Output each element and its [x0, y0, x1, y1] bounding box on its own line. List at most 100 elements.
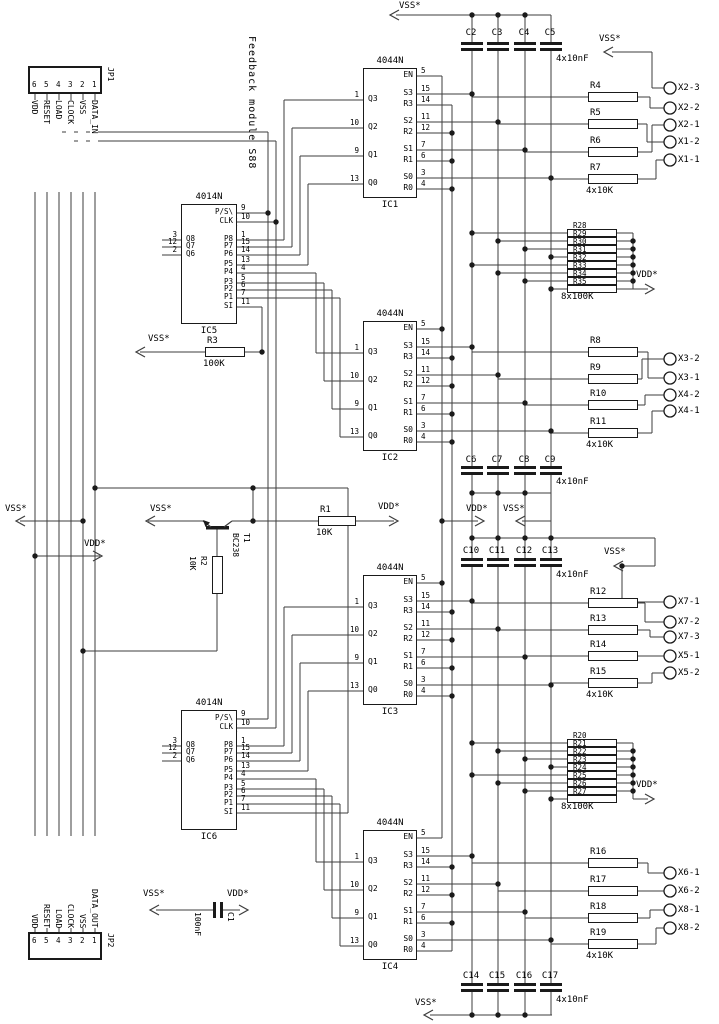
pin-number: 13 — [349, 427, 359, 436]
capacitor-ref: C5 — [544, 28, 556, 38]
capacitor-C13 — [540, 564, 562, 567]
resistor-ref: R35 — [573, 277, 587, 286]
pin-label: EN — [403, 577, 413, 586]
cap-gap — [548, 985, 554, 990]
ic-ref-label: IC2 — [381, 453, 399, 463]
capacitor-C7 — [487, 466, 509, 469]
pin-label: Q6 — [186, 249, 196, 258]
resistor-ref: R24 — [573, 763, 587, 772]
pin-number: 4 — [421, 432, 426, 441]
resistor-ref: R22 — [573, 747, 587, 756]
pin-number: 5 — [44, 80, 49, 89]
junction-dot — [439, 580, 445, 586]
pin-label: P8 — [223, 740, 233, 749]
ic-ref-label: IC6 — [200, 832, 218, 842]
resistor-ref: R16 — [590, 847, 607, 857]
vss-arrow-icon — [422, 1009, 434, 1021]
terminal-label: X6-1 — [678, 868, 700, 878]
pin-label: Q8 — [186, 234, 196, 243]
power-label-vss: VSS* — [150, 504, 172, 514]
resistor-R11 — [588, 428, 638, 438]
vdd-arrow-icon — [644, 283, 656, 295]
terminal-label: X3-1 — [678, 373, 700, 383]
terminal-X5-2 — [663, 666, 677, 680]
junction-dot — [449, 439, 455, 445]
junction-dot — [469, 344, 475, 350]
vdd-arrow-icon — [92, 550, 104, 562]
junction-dot — [449, 920, 455, 926]
pin-number: 3 — [68, 936, 73, 945]
junction-dot — [449, 637, 455, 643]
pin-label: Q0 — [368, 685, 378, 694]
terminal-X2-1 — [663, 118, 677, 132]
resistor-R29 — [567, 237, 617, 245]
ic-ref-label: IC5 — [200, 326, 218, 336]
vdd-arrow-icon — [474, 515, 486, 527]
capacitor-ref: C3 — [491, 28, 503, 38]
pin-label: Q0 — [368, 178, 378, 187]
junction-dot — [619, 563, 625, 569]
capacitor-C9 — [540, 472, 562, 475]
pin-number: 6 — [421, 658, 426, 667]
pin-number: 6 — [421, 151, 426, 160]
capacitor-ref: C17 — [541, 971, 559, 981]
terminal-X7-2 — [663, 615, 677, 629]
junction-dot — [80, 648, 86, 654]
resistor-value: 4x10K — [586, 690, 614, 700]
pin-label: R0 — [403, 183, 413, 192]
ic-IC4 — [363, 830, 417, 960]
pin-label: R1 — [403, 917, 413, 926]
resistor-R13 — [588, 625, 638, 635]
capacitor-C16 — [514, 989, 536, 992]
terminal-X7-1 — [663, 595, 677, 609]
signal-label: DATA_OUT — [90, 836, 99, 928]
pin-number: 10 — [349, 118, 359, 127]
pin-number: 7 — [421, 902, 426, 911]
junction-dot — [449, 665, 455, 671]
pin-number: 13 — [349, 936, 359, 945]
pin-number: 7 — [241, 794, 246, 803]
capacitor-C11 — [487, 564, 509, 567]
pin-number: 13 — [241, 255, 251, 264]
capacitor-ref: C8 — [518, 455, 530, 465]
cap-gap — [522, 985, 528, 990]
capacitor-C2 — [461, 42, 483, 45]
terminal-X2-3 — [663, 81, 677, 95]
pin-label: R1 — [403, 662, 413, 671]
resistor-ref: R7 — [590, 163, 601, 173]
capacitor-C10 — [461, 558, 483, 561]
pin-number: 4 — [421, 179, 426, 188]
pin-label: P7 — [223, 241, 233, 250]
ic-part-label: 4044N — [376, 56, 404, 66]
signal-label: LOAD — [54, 100, 63, 192]
terminal-label: X4-2 — [678, 390, 700, 400]
pin-label: R2 — [403, 380, 413, 389]
junction-dot — [630, 238, 636, 244]
ic-part-label: 4044N — [376, 563, 404, 573]
junction-dot — [548, 682, 554, 688]
terminal-label: X7-2 — [678, 617, 700, 627]
capacitor-C16 — [514, 983, 536, 986]
cap-group-value: 4x10nF — [556, 477, 589, 487]
pin-number: 3 — [421, 421, 426, 430]
resistor-ref: R2 — [199, 556, 208, 566]
resistor-ref: R9 — [590, 363, 601, 373]
capacitor-C5 — [540, 42, 562, 45]
pin-number: 7 — [241, 288, 246, 297]
pin-number: 10 — [349, 371, 359, 380]
vss-arrow-icon — [612, 560, 624, 572]
resistor-R20 — [567, 739, 617, 747]
junction-dot — [449, 864, 455, 870]
cap-gap — [469, 560, 475, 565]
resistor-R31 — [567, 253, 617, 261]
pin-number: 2 — [172, 245, 177, 254]
pin-label: P5 — [223, 259, 233, 268]
pin-label: Q2 — [368, 884, 378, 893]
resistor-ref: R12 — [590, 587, 607, 597]
terminal-label: X7-3 — [678, 632, 700, 642]
junction-dot — [495, 1012, 501, 1018]
ic-part-label: 4044N — [376, 309, 404, 319]
pin-number: 6 — [241, 786, 246, 795]
pin-number: 4 — [421, 941, 426, 950]
pin-number: 1 — [92, 80, 97, 89]
